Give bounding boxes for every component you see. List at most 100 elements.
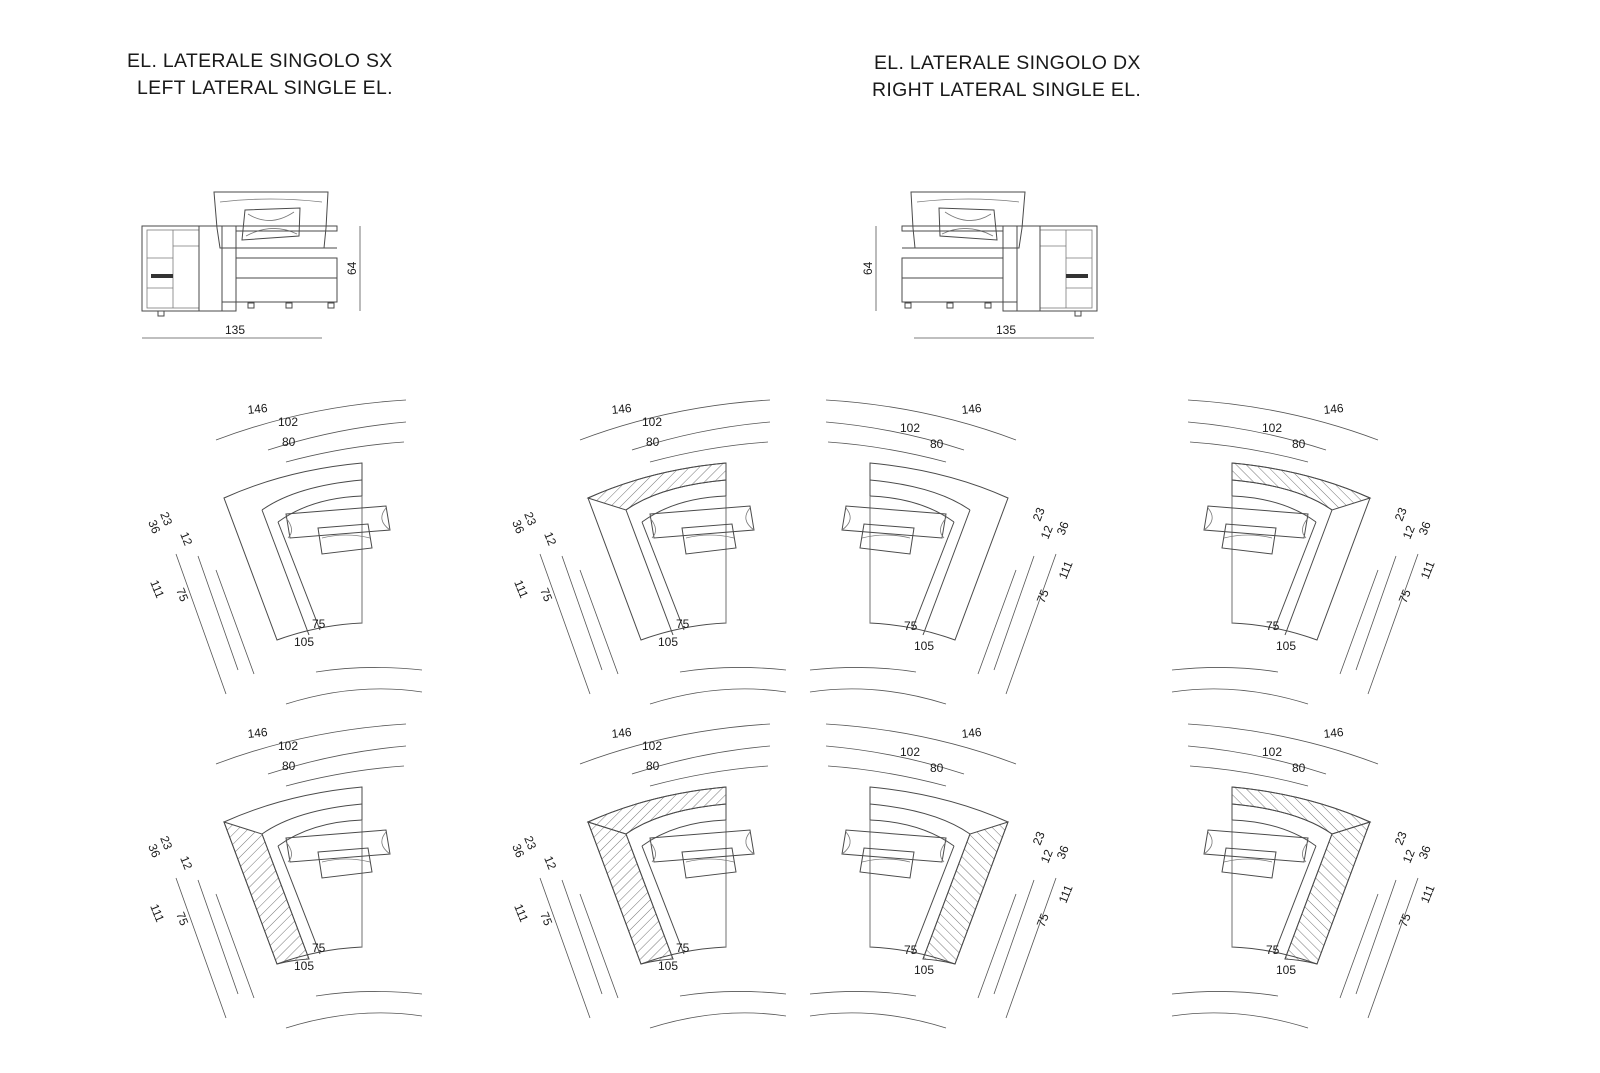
dim-label-outer-back: 146	[961, 401, 983, 417]
dim-label-mid-back: 102	[900, 745, 920, 759]
dim-label-front-inner: 75	[1266, 943, 1280, 957]
dim-label-front-outer: 105	[914, 963, 934, 977]
dim-label-mid-back: 102	[278, 415, 298, 429]
dim-label-side-c: 36	[1054, 843, 1072, 861]
dim-label-side-b: 12	[1400, 523, 1418, 541]
plan-drawing	[175, 723, 423, 1029]
height-label-right: 64	[861, 261, 875, 275]
dim-label-inner-back: 80	[1292, 437, 1306, 451]
dim-label-side-a: 23	[157, 510, 175, 528]
dim-label-front-inner: 75	[312, 617, 326, 631]
dim-label-side-outer: 111	[511, 578, 531, 600]
title-right-italian: EL. LATERALE SINGOLO DX	[874, 52, 1141, 74]
plan-drawing	[809, 723, 1057, 1029]
dim-label-inner-back: 80	[282, 435, 296, 449]
dim-label-front-inner: 75	[312, 941, 326, 955]
dim-label-outer-back: 146	[961, 725, 983, 741]
dim-label-inner-back: 80	[1292, 761, 1306, 775]
dim-label-side-outer: 111	[147, 578, 167, 600]
armchair-front-left-drawing	[141, 191, 338, 317]
dim-label-side-b: 12	[1400, 847, 1418, 865]
width-label-right: 135	[996, 323, 1016, 337]
dim-label-side-outer: 111	[1418, 559, 1438, 581]
dim-label-side-outer: 111	[1418, 883, 1438, 905]
dim-label-mid-back: 102	[642, 415, 662, 429]
dim-label-side-b: 12	[541, 854, 559, 872]
dim-label-outer-back: 146	[1323, 401, 1345, 417]
dim-label-front-outer: 105	[1276, 963, 1296, 977]
dim-label-side-inner: 75	[173, 586, 191, 604]
dim-label-side-inner: 75	[537, 910, 555, 928]
dim-label-side-a: 23	[1030, 505, 1048, 523]
dim-label-side-a: 23	[521, 510, 539, 528]
dim-label-side-b: 12	[177, 530, 195, 548]
dim-label-side-a: 23	[521, 834, 539, 852]
dim-label-mid-back: 102	[900, 421, 920, 435]
title-right-english: RIGHT LATERAL SINGLE EL.	[872, 79, 1142, 101]
dim-label-inner-back: 80	[646, 759, 660, 773]
dim-label-outer-back: 146	[247, 725, 269, 741]
dim-label-side-c: 36	[509, 518, 527, 536]
dim-label-side-inner: 75	[1396, 911, 1414, 929]
armchair-front-right-drawing	[901, 191, 1098, 317]
title-right-lateral: EL. LATERALE SINGOLO DX RIGHT LATERAL SI…	[872, 50, 1142, 104]
plan-drawing	[539, 723, 787, 1029]
dim-label-side-outer: 111	[1056, 559, 1076, 581]
dim-label-side-b: 12	[541, 530, 559, 548]
dim-label-side-inner: 75	[1396, 587, 1414, 605]
hatched-back-area	[586, 786, 727, 835]
plan-drawing	[1171, 399, 1419, 705]
dim-label-outer-back: 146	[611, 725, 633, 741]
dim-label-front-outer: 105	[1276, 639, 1296, 653]
hatched-back-area	[1231, 462, 1372, 511]
plan-outline	[223, 462, 391, 641]
dim-label-side-inner: 75	[1034, 911, 1052, 929]
dim-label-side-a: 23	[1030, 829, 1048, 847]
dim-label-mid-back: 102	[1262, 745, 1282, 759]
plan-dimension-lines	[539, 723, 787, 1029]
dim-label-front-inner: 75	[904, 619, 918, 633]
plan-dimension-lines	[175, 399, 423, 705]
dim-label-side-c: 36	[1416, 519, 1434, 537]
dim-label-front-inner: 75	[904, 943, 918, 957]
title-left-italian: EL. LATERALE SINGOLO SX	[127, 50, 393, 72]
dim-label-front-outer: 105	[294, 959, 314, 973]
dim-label-outer-back: 146	[1323, 725, 1345, 741]
plan-outline	[841, 462, 1009, 641]
dim-label-front-outer: 105	[658, 959, 678, 973]
dim-label-front-inner: 75	[676, 617, 690, 631]
dim-label-side-c: 36	[1054, 519, 1072, 537]
dim-label-side-b: 12	[1038, 847, 1056, 865]
plan-drawing	[539, 399, 787, 705]
width-label-left: 135	[225, 323, 245, 337]
dim-label-side-a: 23	[1392, 505, 1410, 523]
dim-label-mid-back: 102	[1262, 421, 1282, 435]
dim-label-mid-back: 102	[642, 739, 662, 753]
dim-label-inner-back: 80	[646, 435, 660, 449]
dim-label-side-a: 23	[1392, 829, 1410, 847]
dim-label-inner-back: 80	[930, 761, 944, 775]
dim-label-outer-back: 146	[611, 401, 633, 417]
dim-label-side-inner: 75	[1034, 587, 1052, 605]
dim-label-side-inner: 75	[173, 910, 191, 928]
plan-drawing	[175, 399, 423, 705]
plan-dimension-lines	[175, 723, 423, 1029]
plan-dimension-lines	[539, 399, 787, 705]
plan-drawing	[1171, 723, 1419, 1029]
dim-label-side-outer: 111	[1056, 883, 1076, 905]
dim-label-side-outer: 111	[511, 902, 531, 924]
dim-label-inner-back: 80	[930, 437, 944, 451]
dim-label-front-outer: 105	[294, 635, 314, 649]
front-view-left: 64 135	[141, 191, 361, 339]
dim-label-outer-back: 146	[247, 401, 269, 417]
dim-label-side-c: 36	[145, 518, 163, 536]
dim-label-side-a: 23	[157, 834, 175, 852]
front-view-right: 64 135	[861, 191, 1098, 339]
